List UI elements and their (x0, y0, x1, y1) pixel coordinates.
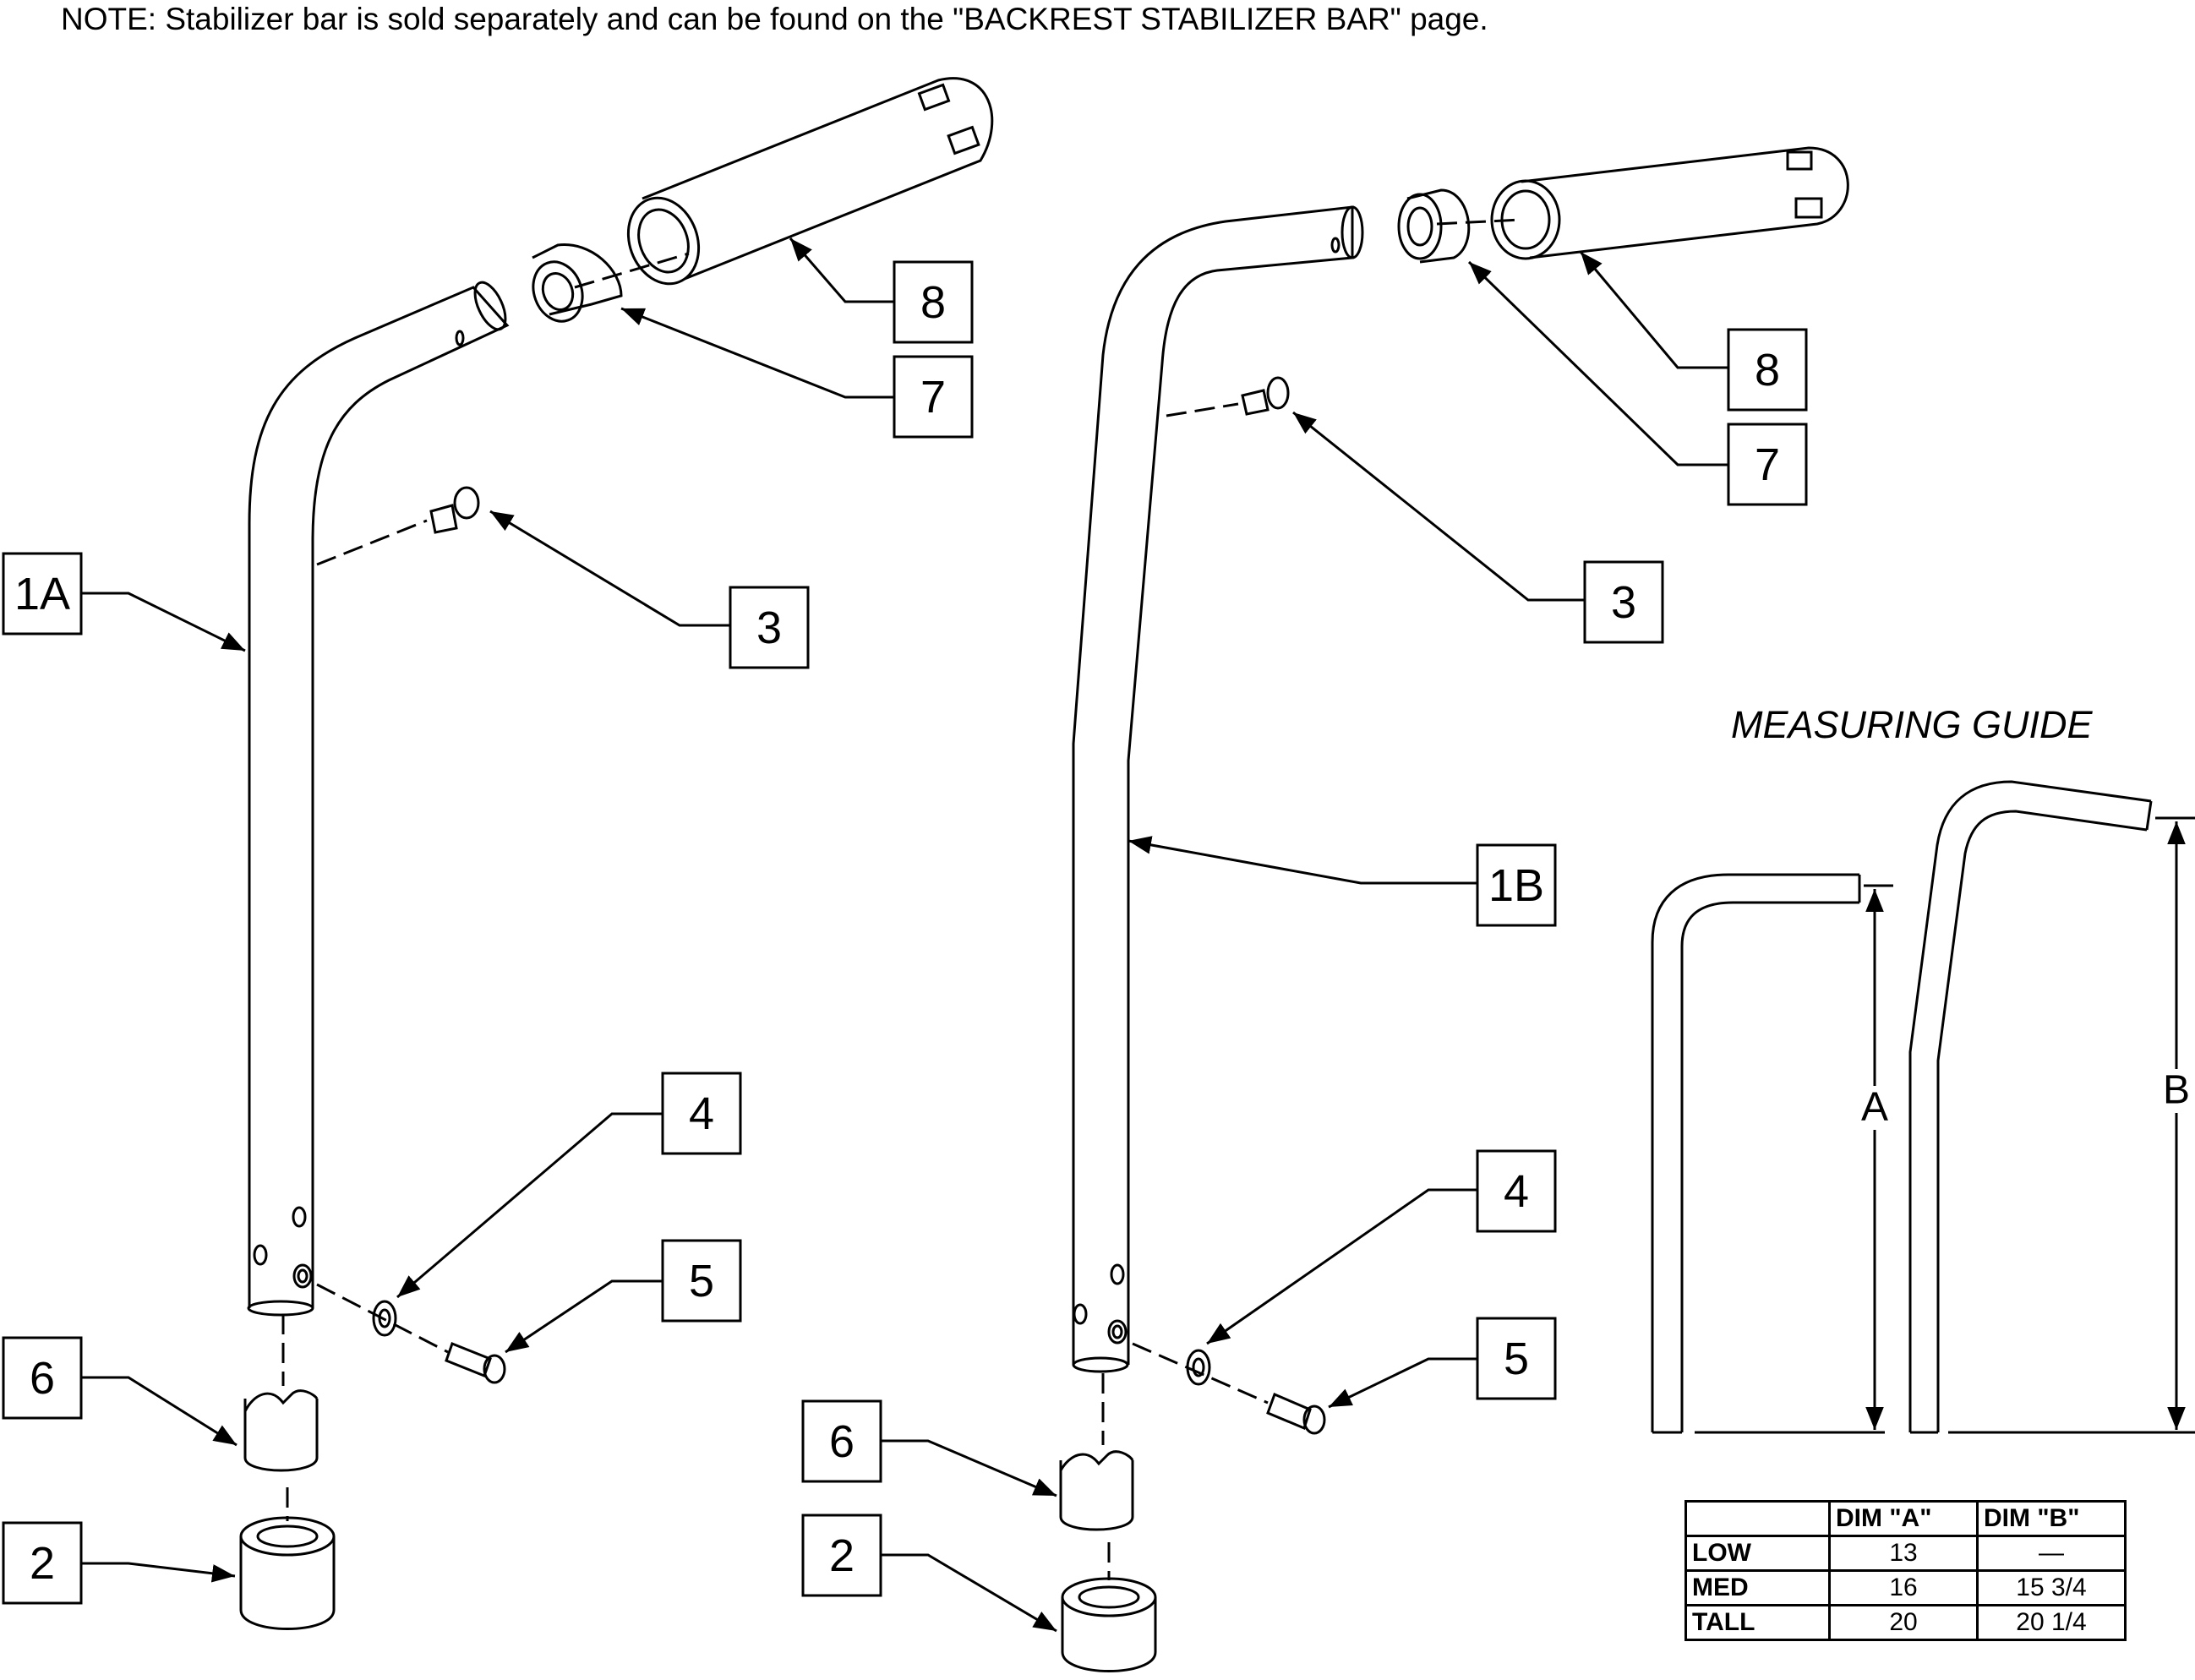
dim-b-label: B (2163, 1068, 2190, 1113)
svg-text:4: 4 (689, 1088, 714, 1139)
dim-a-value: 13 (1828, 1535, 1979, 1572)
dimension-table: DIM "A" DIM "B" LOW 13 — MED 16 15 3/4 T… (1684, 1500, 2127, 1641)
svg-text:6: 6 (829, 1416, 855, 1467)
dim-b-value: 15 3/4 (1976, 1569, 2127, 1606)
tube-1b (1072, 205, 1354, 1365)
table-header-dim-b: DIM "B" (1976, 1500, 2127, 1537)
svg-text:3: 3 (756, 603, 782, 653)
svg-text:2: 2 (30, 1538, 55, 1589)
left-assembly (239, 77, 994, 1630)
svg-text:2: 2 (829, 1530, 855, 1581)
svg-text:8: 8 (1755, 345, 1780, 395)
measuring-guide-drawing (1651, 780, 2195, 1434)
callout-1b: 1B (1476, 843, 1557, 927)
callout-8-right: 8 (1727, 328, 1808, 412)
table-header-dim-a: DIM "A" (1828, 1500, 1979, 1537)
callout-3-right: 3 (1583, 560, 1664, 644)
callout-2-right: 2 (801, 1514, 882, 1597)
row-label: TALL (1684, 1604, 1831, 1641)
note-text: NOTE: Stabilizer bar is sold separately … (61, 2, 1488, 36)
callout-5-right: 5 (1476, 1317, 1557, 1400)
svg-text:1A: 1A (14, 569, 70, 619)
callout-1a: 1A (2, 552, 83, 635)
callout-6-left: 6 (2, 1336, 83, 1420)
table-header-blank (1684, 1500, 1831, 1537)
svg-text:7: 7 (1755, 439, 1780, 490)
table-row: MED 16 15 3/4 (1684, 1569, 2127, 1606)
callout-3-left: 3 (729, 586, 810, 669)
svg-text:5: 5 (689, 1256, 714, 1306)
row-label: MED (1684, 1569, 1831, 1606)
callout-8-left: 8 (893, 260, 974, 344)
svg-text:8: 8 (920, 277, 946, 328)
svg-text:4: 4 (1504, 1166, 1529, 1217)
table-row: LOW 13 — (1684, 1535, 2127, 1572)
dim-a-value: 20 (1828, 1604, 1979, 1641)
svg-text:3: 3 (1611, 577, 1636, 628)
callout-7-right: 7 (1727, 423, 1808, 506)
measuring-guide-title: MEASURING GUIDE (1731, 703, 2093, 746)
row-label: LOW (1684, 1535, 1831, 1572)
svg-text:1B: 1B (1488, 860, 1544, 911)
callout-5-left: 5 (661, 1239, 742, 1323)
dim-b-value: — (1976, 1535, 2127, 1572)
dim-a-value: 16 (1828, 1569, 1979, 1606)
dim-a-label: A (1861, 1085, 1888, 1130)
right-assembly (1059, 146, 1849, 1672)
callout-4-right: 4 (1476, 1149, 1557, 1233)
table-row: TALL 20 20 1/4 (1684, 1604, 2127, 1641)
left-callouts: 1A 3 7 8 4 5 6 2 (2, 260, 974, 1605)
callout-2-left: 2 (2, 1521, 83, 1605)
dim-b-value: 20 1/4 (1976, 1604, 2127, 1641)
callout-6-right: 6 (801, 1399, 882, 1483)
callout-7-left: 7 (893, 355, 974, 439)
callout-4-left: 4 (661, 1072, 742, 1155)
svg-text:5: 5 (1504, 1334, 1529, 1384)
tube-1a (248, 286, 510, 1308)
svg-text:7: 7 (920, 372, 946, 423)
svg-text:6: 6 (30, 1353, 55, 1404)
table-header-row: DIM "A" DIM "B" (1684, 1500, 2127, 1537)
right-callouts: 1B 3 7 8 4 5 6 2 (801, 328, 1808, 1597)
